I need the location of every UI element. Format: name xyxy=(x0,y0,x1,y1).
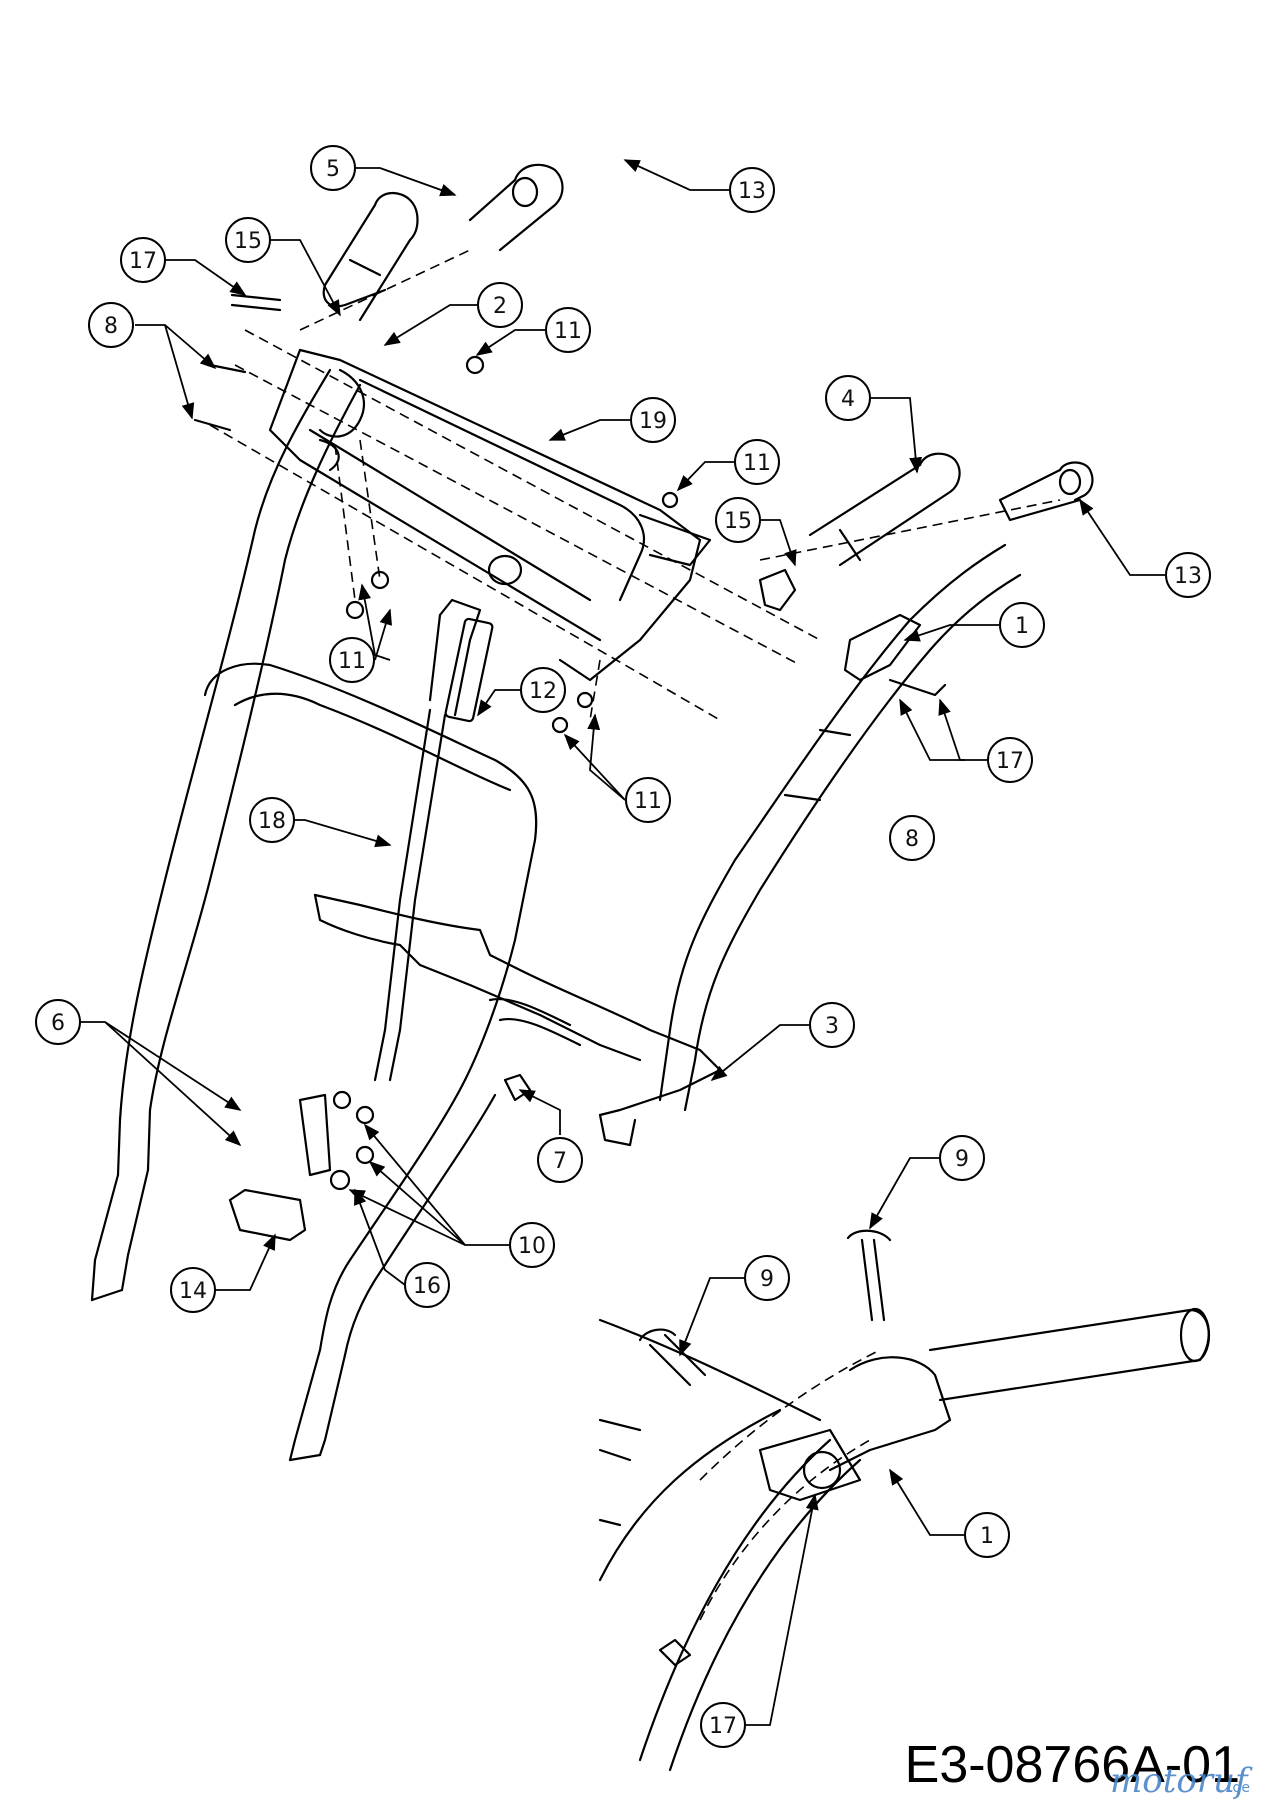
callout-17: 17 xyxy=(120,237,166,283)
callout-13: 13 xyxy=(1165,552,1211,598)
leader-lines xyxy=(80,159,1165,1726)
callout-label: 17 xyxy=(709,1714,737,1739)
callout-4: 4 xyxy=(825,375,871,421)
callout-3: 3 xyxy=(809,1002,855,1048)
callout-label: 4 xyxy=(841,387,855,412)
callout-17: 17 xyxy=(700,1702,746,1748)
callout-label: 1 xyxy=(980,1524,994,1549)
callout-9: 9 xyxy=(744,1255,790,1301)
callout-label: 8 xyxy=(905,827,919,852)
callout-15: 15 xyxy=(715,497,761,543)
callout-8: 8 xyxy=(889,815,935,861)
callout-8: 8 xyxy=(88,302,134,348)
callout-label: 18 xyxy=(258,809,286,834)
callout-11: 11 xyxy=(545,307,591,353)
dashed-assembly-lines xyxy=(209,249,1061,721)
callout-label: 11 xyxy=(554,319,582,344)
callout-7: 7 xyxy=(537,1137,583,1183)
callout-13: 13 xyxy=(729,167,775,213)
callout-12: 12 xyxy=(520,667,566,713)
callout-label: 5 xyxy=(326,157,340,182)
callout-label: 16 xyxy=(413,1274,441,1299)
watermark-suffix: .de xyxy=(1228,1780,1250,1796)
watermark-text: motoruf xyxy=(1110,1761,1253,1800)
callout-6: 6 xyxy=(35,999,81,1045)
callout-14: 14 xyxy=(170,1267,216,1313)
callout-label: 11 xyxy=(743,451,771,476)
callout-label: 2 xyxy=(493,294,507,319)
callout-19: 19 xyxy=(630,397,676,443)
callout-label: 9 xyxy=(955,1147,969,1172)
callout-label: 6 xyxy=(51,1011,65,1036)
callout-label: 17 xyxy=(129,249,157,274)
callout-16: 16 xyxy=(404,1262,450,1308)
callout-1: 1 xyxy=(964,1512,1010,1558)
callout-label: 10 xyxy=(518,1234,546,1259)
callout-label: 14 xyxy=(179,1279,207,1304)
callouts: 5 13 15 17 2 11 8 19 4 11 15 13 1 11 12 … xyxy=(35,145,1211,1748)
callout-label: 9 xyxy=(760,1267,774,1292)
handle-assembly-drawing xyxy=(90,163,1094,1462)
callout-2: 2 xyxy=(477,282,523,328)
callout-10: 10 xyxy=(509,1222,555,1268)
callout-label: 13 xyxy=(738,179,766,204)
callout-9: 9 xyxy=(939,1135,985,1181)
callout-label: 15 xyxy=(234,229,262,254)
callout-label: 12 xyxy=(529,679,557,704)
callout-18: 18 xyxy=(249,797,295,843)
callout-15: 15 xyxy=(225,217,271,263)
callout-1: 1 xyxy=(999,602,1045,648)
callout-5: 5 xyxy=(310,145,356,191)
callout-label: 8 xyxy=(104,314,118,339)
callout-label: 7 xyxy=(553,1149,567,1174)
callout-label: 3 xyxy=(825,1014,839,1039)
inset-dashed-lines xyxy=(699,1349,881,1621)
callout-label: 13 xyxy=(1174,564,1202,589)
callout-label: 1 xyxy=(1015,614,1029,639)
callout-label: 11 xyxy=(338,649,366,674)
callout-label: 11 xyxy=(634,789,662,814)
callout-label: 15 xyxy=(724,509,752,534)
drawing-code: E3-08766A-01 xyxy=(905,1736,1240,1794)
inset-detail-drawing xyxy=(598,1229,1211,1772)
callout-11: 11 xyxy=(734,439,780,485)
watermark-logo: motoruf .de xyxy=(1110,1761,1253,1800)
callout-label: 19 xyxy=(639,409,667,434)
callout-11: 11 xyxy=(329,637,375,683)
callout-label: 17 xyxy=(996,749,1024,774)
callout-11: 11 xyxy=(625,777,671,823)
callout-17: 17 xyxy=(987,737,1033,783)
